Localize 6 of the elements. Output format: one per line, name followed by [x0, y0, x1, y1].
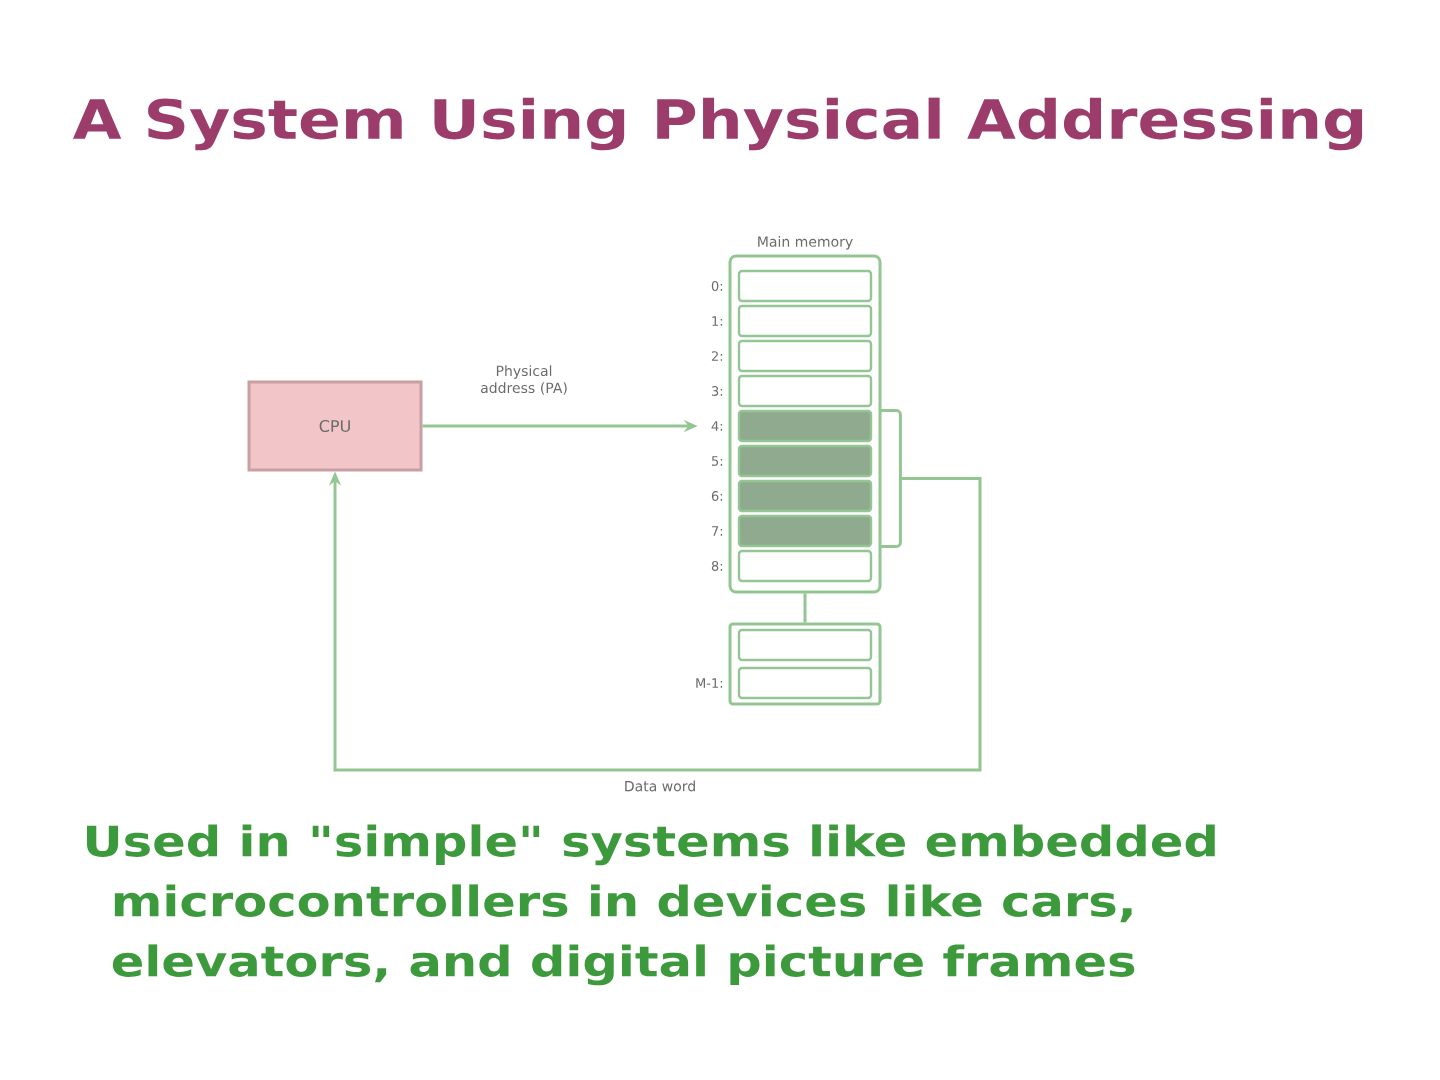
caption-text: Used in "simple" systems like embedded microcontrollers in devices like cars, elevators, and digital picture frames — [87, 824, 1215, 986]
connector-line — [803, 593, 807, 623]
cpu-box: CPU — [247, 380, 423, 472]
memory-row — [737, 628, 873, 662]
slide-title: A System Using Physical Addressing — [72, 97, 1363, 151]
bracket — [879, 409, 902, 548]
